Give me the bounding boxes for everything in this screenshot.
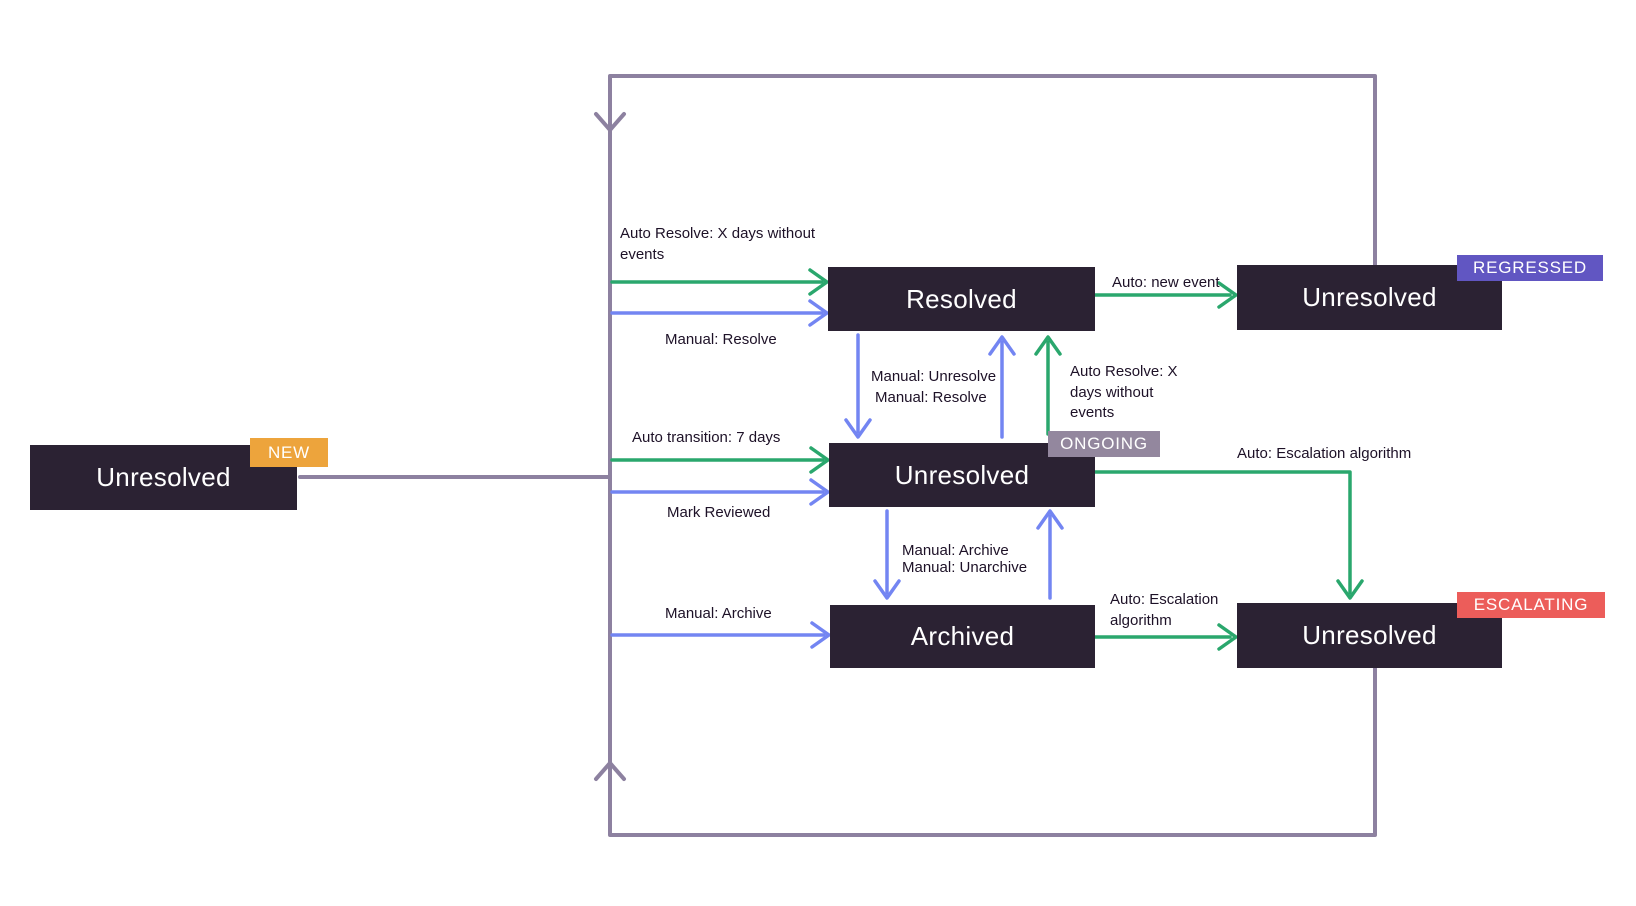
state-node-label: Resolved [906,283,1017,314]
edge-label-auto-escalation-from-archived: Auto: Escalation algorithm [1110,591,1219,629]
edge-label-manual-unresolve: Manual: Unresolve [871,368,997,385]
state-node-label: Unresolved [96,462,231,492]
edge-label-auto-transition-7-days: Auto transition: 7 days [632,429,781,446]
edge-label-manual-resolve-between: Manual: Resolve [875,389,987,406]
arrowhead-icon [808,299,829,327]
arrowhead-icon [810,621,831,649]
edge-label-mark-reviewed: Mark Reviewed [667,504,771,521]
badge-new: NEW [250,438,328,467]
edge-label-manual-unarchive-between: Manual: Unarchive [902,559,1028,576]
state-node-escalating-unresolved: Unresolved [1237,603,1502,668]
state-node-label: Archived [910,621,1015,651]
state-node-regressed-unresolved: Unresolved [1237,265,1502,330]
edge-auto-escalation-from-ongoing [1093,470,1352,595]
loop-arrowhead-up-icon [594,761,626,781]
arrowhead-icon [1217,623,1238,651]
arrowhead-icon [1036,509,1064,530]
edge-label-auto-new-event: Auto: new event [1112,274,1220,291]
arrowhead-icon [844,418,872,439]
state-node-resolved: Resolved [828,267,1095,331]
arrowhead-icon [1034,335,1062,356]
edge-label-auto-resolve-from-ongoing: Auto Resolve: X days without events [1070,363,1178,422]
loop-rectangle-line [608,74,1377,837]
state-node-archived: Archived [830,605,1095,668]
edge-label-manual-resolve-into-resolved: Manual: Resolve [665,331,777,348]
arrowhead-icon [808,268,829,296]
state-node-label: Unresolved [1302,282,1437,312]
state-node-label: Unresolved [1302,620,1437,650]
badge-regressed: REGRESSED [1457,255,1603,281]
edge-label-manual-archive-between: Manual: Archive [902,542,1009,559]
arrowhead-icon [809,446,830,474]
loop-arrowhead-down-icon [594,112,626,132]
arrowhead-icon [1217,281,1238,309]
state-node-label: Unresolved [894,459,1030,490]
arrowhead-icon [809,478,830,506]
arrowhead-icon [1336,579,1364,600]
badge-ongoing: ONGOING [1048,431,1160,457]
badge-escalating: ESCALATING [1457,592,1605,618]
edge-label-manual-archive-into-archived: Manual: Archive [665,605,772,622]
arrowhead-icon [988,335,1016,356]
arrowhead-icon [873,579,901,600]
edge-label-auto-escalation-from-ongoing: Auto: Escalation algorithm [1237,445,1412,462]
edge-label-auto-resolve-into-resolved: Auto Resolve: X days without events [620,225,816,263]
